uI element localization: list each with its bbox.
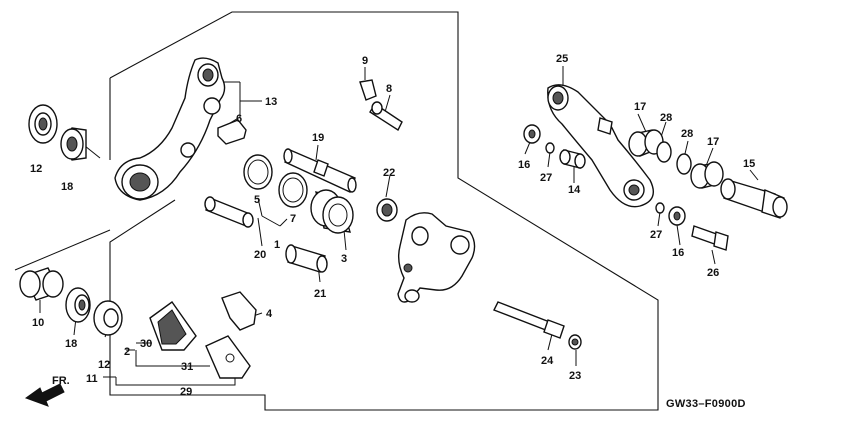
callout-28-lower: 28 <box>681 128 693 140</box>
callout-16-lower: 16 <box>672 247 684 259</box>
callout-1: 1 <box>274 239 280 251</box>
callout-28-upper: 28 <box>660 112 672 124</box>
collar-18-lower <box>65 287 91 323</box>
callout-18-lower: 18 <box>65 338 77 350</box>
pad-spring-4 <box>221 291 257 331</box>
callout-22: 22 <box>383 167 395 179</box>
bleeder-cap-9 <box>359 79 377 101</box>
callout-17-lower: 17 <box>707 136 719 148</box>
callout-12-lower: 12 <box>98 359 110 371</box>
callout-4: 4 <box>266 308 273 320</box>
pin-19 <box>283 148 357 193</box>
collar-14 <box>559 149 586 169</box>
front-direction-label: FR. <box>52 375 70 387</box>
callout-labels: 1 2 3 4 5 6 7 8 9 10 11 12 12 13 14 15 1… <box>30 53 755 398</box>
callout-16-upper: 16 <box>518 159 530 171</box>
callout-25: 25 <box>556 53 568 65</box>
washer-27-upper <box>545 142 555 154</box>
brake-pad-30 <box>149 301 197 351</box>
callout-12-upper: 12 <box>30 163 42 175</box>
o-ring-28-lower <box>676 153 692 175</box>
leader-lines <box>14 66 759 386</box>
callout-19: 19 <box>312 132 324 144</box>
callout-29: 29 <box>180 386 192 398</box>
callout-11: 11 <box>86 373 98 385</box>
boot-21 <box>285 244 328 273</box>
callout-2: 2 <box>124 346 130 358</box>
dust-seal-12-lower <box>93 300 123 336</box>
callout-26: 26 <box>707 267 719 279</box>
callout-10: 10 <box>32 317 44 329</box>
seal-ring-5 <box>243 154 273 190</box>
dust-seal-12-upper <box>28 104 58 144</box>
callout-31: 31 <box>181 361 193 373</box>
callout-20: 20 <box>254 249 266 261</box>
callout-23: 23 <box>569 370 581 382</box>
plug-23 <box>568 334 582 350</box>
pivot-bolt-15 <box>720 178 788 219</box>
callout-24: 24 <box>541 355 554 367</box>
brake-pad-31 <box>205 335 251 379</box>
clip-6 <box>217 119 247 145</box>
boot-22 <box>376 198 398 222</box>
bushing-16-upper <box>523 124 541 144</box>
collar-10 <box>19 267 64 301</box>
callout-3: 3 <box>341 253 347 265</box>
callout-15: 15 <box>743 158 755 170</box>
bushing-16-lower <box>668 206 686 226</box>
caliper-bracket-25 <box>547 84 654 208</box>
callout-21: 21 <box>314 288 326 300</box>
assembly-frame <box>109 11 659 411</box>
pin-24 <box>493 301 565 339</box>
callout-6: 6 <box>236 113 242 125</box>
callout-27-upper: 27 <box>540 172 552 184</box>
callout-7: 7 <box>290 213 296 225</box>
collar-17-lower <box>690 161 724 189</box>
piston-3 <box>310 189 354 234</box>
callout-27-lower: 27 <box>650 229 662 241</box>
diagram-code: GW33–F0900D <box>666 398 746 410</box>
callout-13: 13 <box>265 96 277 108</box>
bolt-26 <box>691 225 729 251</box>
callout-18-upper: 18 <box>61 181 73 193</box>
collar-18-upper <box>60 127 87 161</box>
seal-ring-7 <box>278 172 308 208</box>
caliper-bracket-13 <box>114 57 226 201</box>
front-direction-arrow <box>24 383 65 407</box>
washer-27-lower <box>655 202 665 214</box>
callout-8: 8 <box>386 83 392 95</box>
o-ring-28-upper <box>656 141 672 163</box>
caliper-body <box>397 212 476 303</box>
callout-5: 5 <box>254 194 260 206</box>
callout-30: 30 <box>140 338 152 350</box>
callout-17-upper: 17 <box>634 101 646 113</box>
callout-14: 14 <box>568 184 581 196</box>
callout-9: 9 <box>362 55 368 67</box>
bolt-20 <box>204 196 254 228</box>
bleeder-screw-8 <box>369 101 403 132</box>
